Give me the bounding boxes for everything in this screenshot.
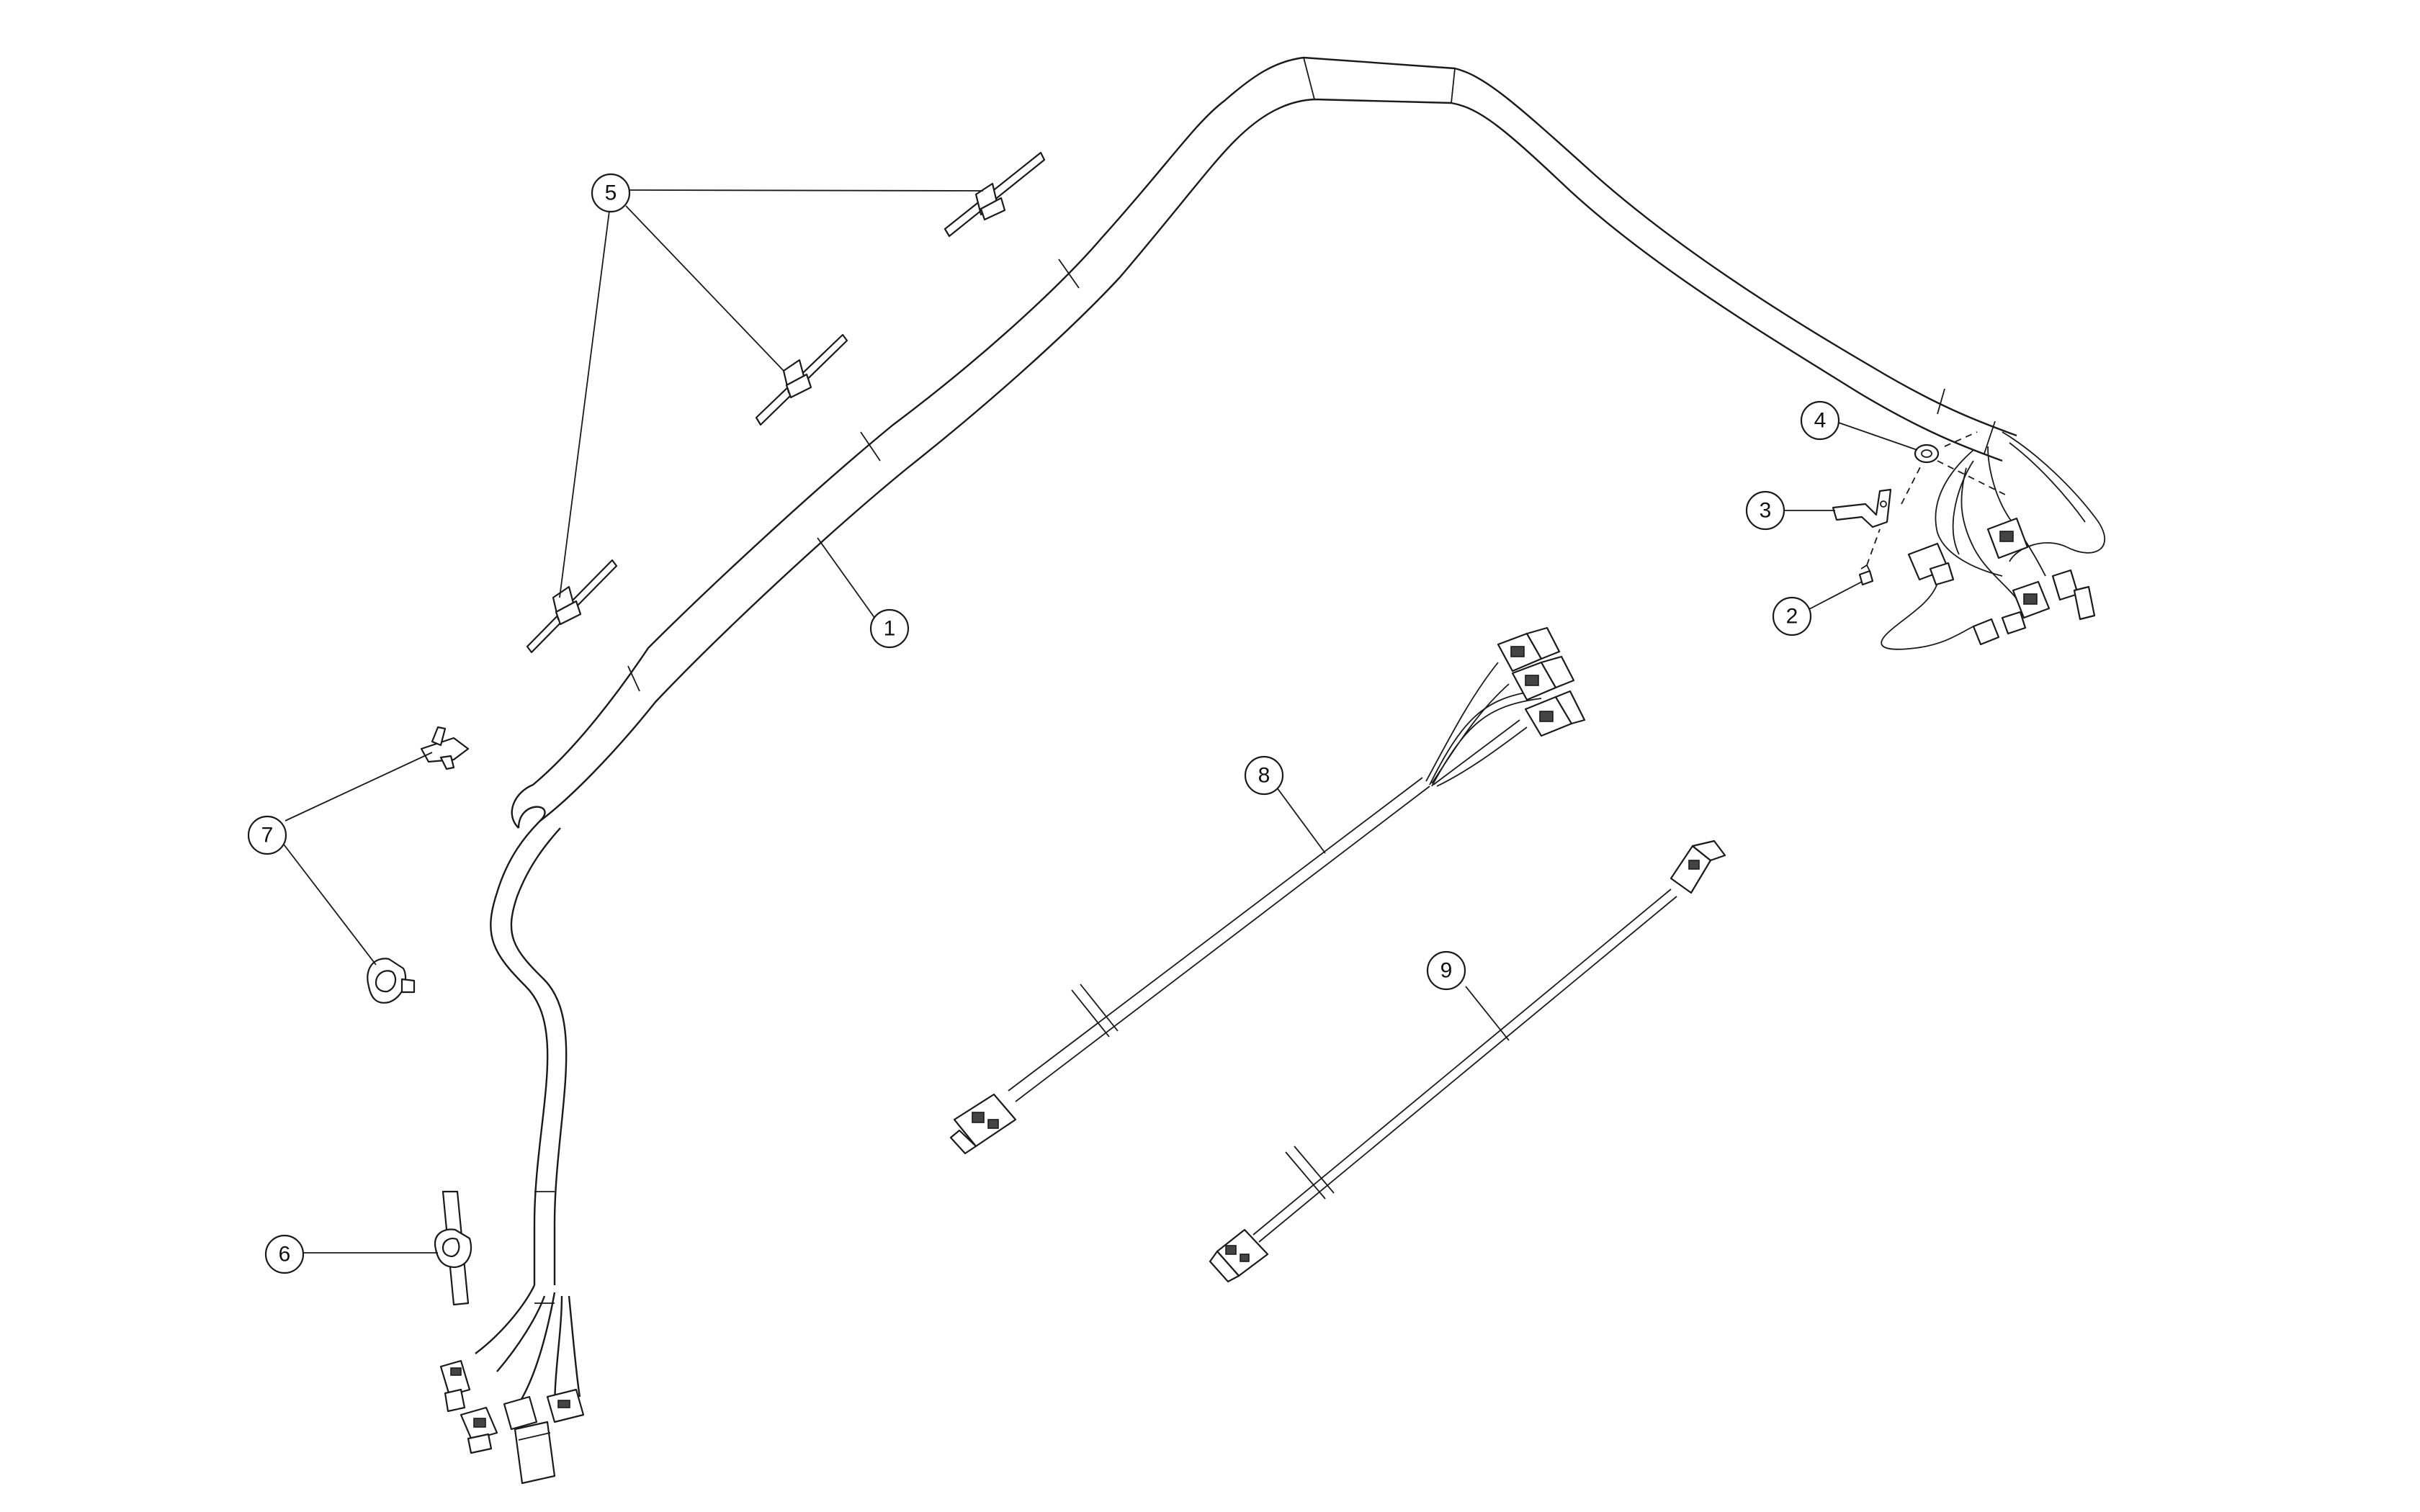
clip-7-lower bbox=[367, 958, 416, 1004]
callout-8: 8 bbox=[1244, 755, 1284, 796]
callout-label-2: 2 bbox=[1786, 605, 1798, 629]
connector-right-2 bbox=[1986, 517, 2029, 559]
strap-clip-6 bbox=[434, 1190, 472, 1306]
connector-right-3 bbox=[2001, 580, 2051, 635]
callout-label-9: 9 bbox=[1440, 959, 1453, 983]
connector-right-5 bbox=[1972, 618, 2000, 646]
connector-right-4 bbox=[2051, 569, 2096, 621]
connector-9-left bbox=[1209, 1228, 1269, 1283]
leader-lines bbox=[279, 189, 1918, 1254]
callout-3: 3 bbox=[1745, 490, 1785, 531]
connector-9-right bbox=[1670, 840, 1726, 894]
callout-label-8: 8 bbox=[1258, 764, 1270, 788]
nut-4 bbox=[1914, 444, 1940, 464]
bracket-3 bbox=[1832, 488, 1892, 528]
clip-7-upper bbox=[420, 726, 470, 770]
connector-lower-3 bbox=[503, 1395, 538, 1431]
callout-1: 1 bbox=[869, 608, 910, 649]
callout-6: 6 bbox=[264, 1234, 305, 1274]
callout-label-6: 6 bbox=[279, 1243, 291, 1266]
callout-2: 2 bbox=[1772, 596, 1812, 636]
cable-clip-2 bbox=[755, 333, 848, 426]
callout-label-5: 5 bbox=[605, 181, 617, 205]
callout-5: 5 bbox=[591, 173, 631, 213]
connector-lower-5 bbox=[546, 1388, 585, 1423]
y-harness-8 bbox=[949, 626, 1586, 1155]
callout-4: 4 bbox=[1800, 400, 1840, 441]
callout-7: 7 bbox=[247, 815, 287, 855]
main-harness bbox=[439, 56, 2105, 1485]
cable-clip-3 bbox=[526, 559, 618, 654]
callout-label-1: 1 bbox=[884, 617, 896, 641]
callout-label-7: 7 bbox=[261, 824, 274, 847]
connector-8-left bbox=[949, 1093, 1017, 1155]
connector-lower-1 bbox=[439, 1359, 471, 1413]
callout-9: 9 bbox=[1426, 950, 1466, 991]
jumper-cable-9 bbox=[1209, 840, 1726, 1283]
bolt-2 bbox=[1858, 564, 1874, 586]
connector-lower-2 bbox=[460, 1406, 498, 1454]
callout-label-4: 4 bbox=[1814, 409, 1827, 433]
connector-8-b bbox=[1511, 655, 1575, 701]
connector-right-1 bbox=[1907, 542, 1955, 586]
cable-clip-1 bbox=[944, 151, 1046, 238]
connector-lower-4 bbox=[514, 1421, 556, 1485]
connector-8-c bbox=[1524, 690, 1586, 737]
connector-8-a bbox=[1497, 626, 1561, 672]
callout-label-3: 3 bbox=[1760, 499, 1772, 523]
